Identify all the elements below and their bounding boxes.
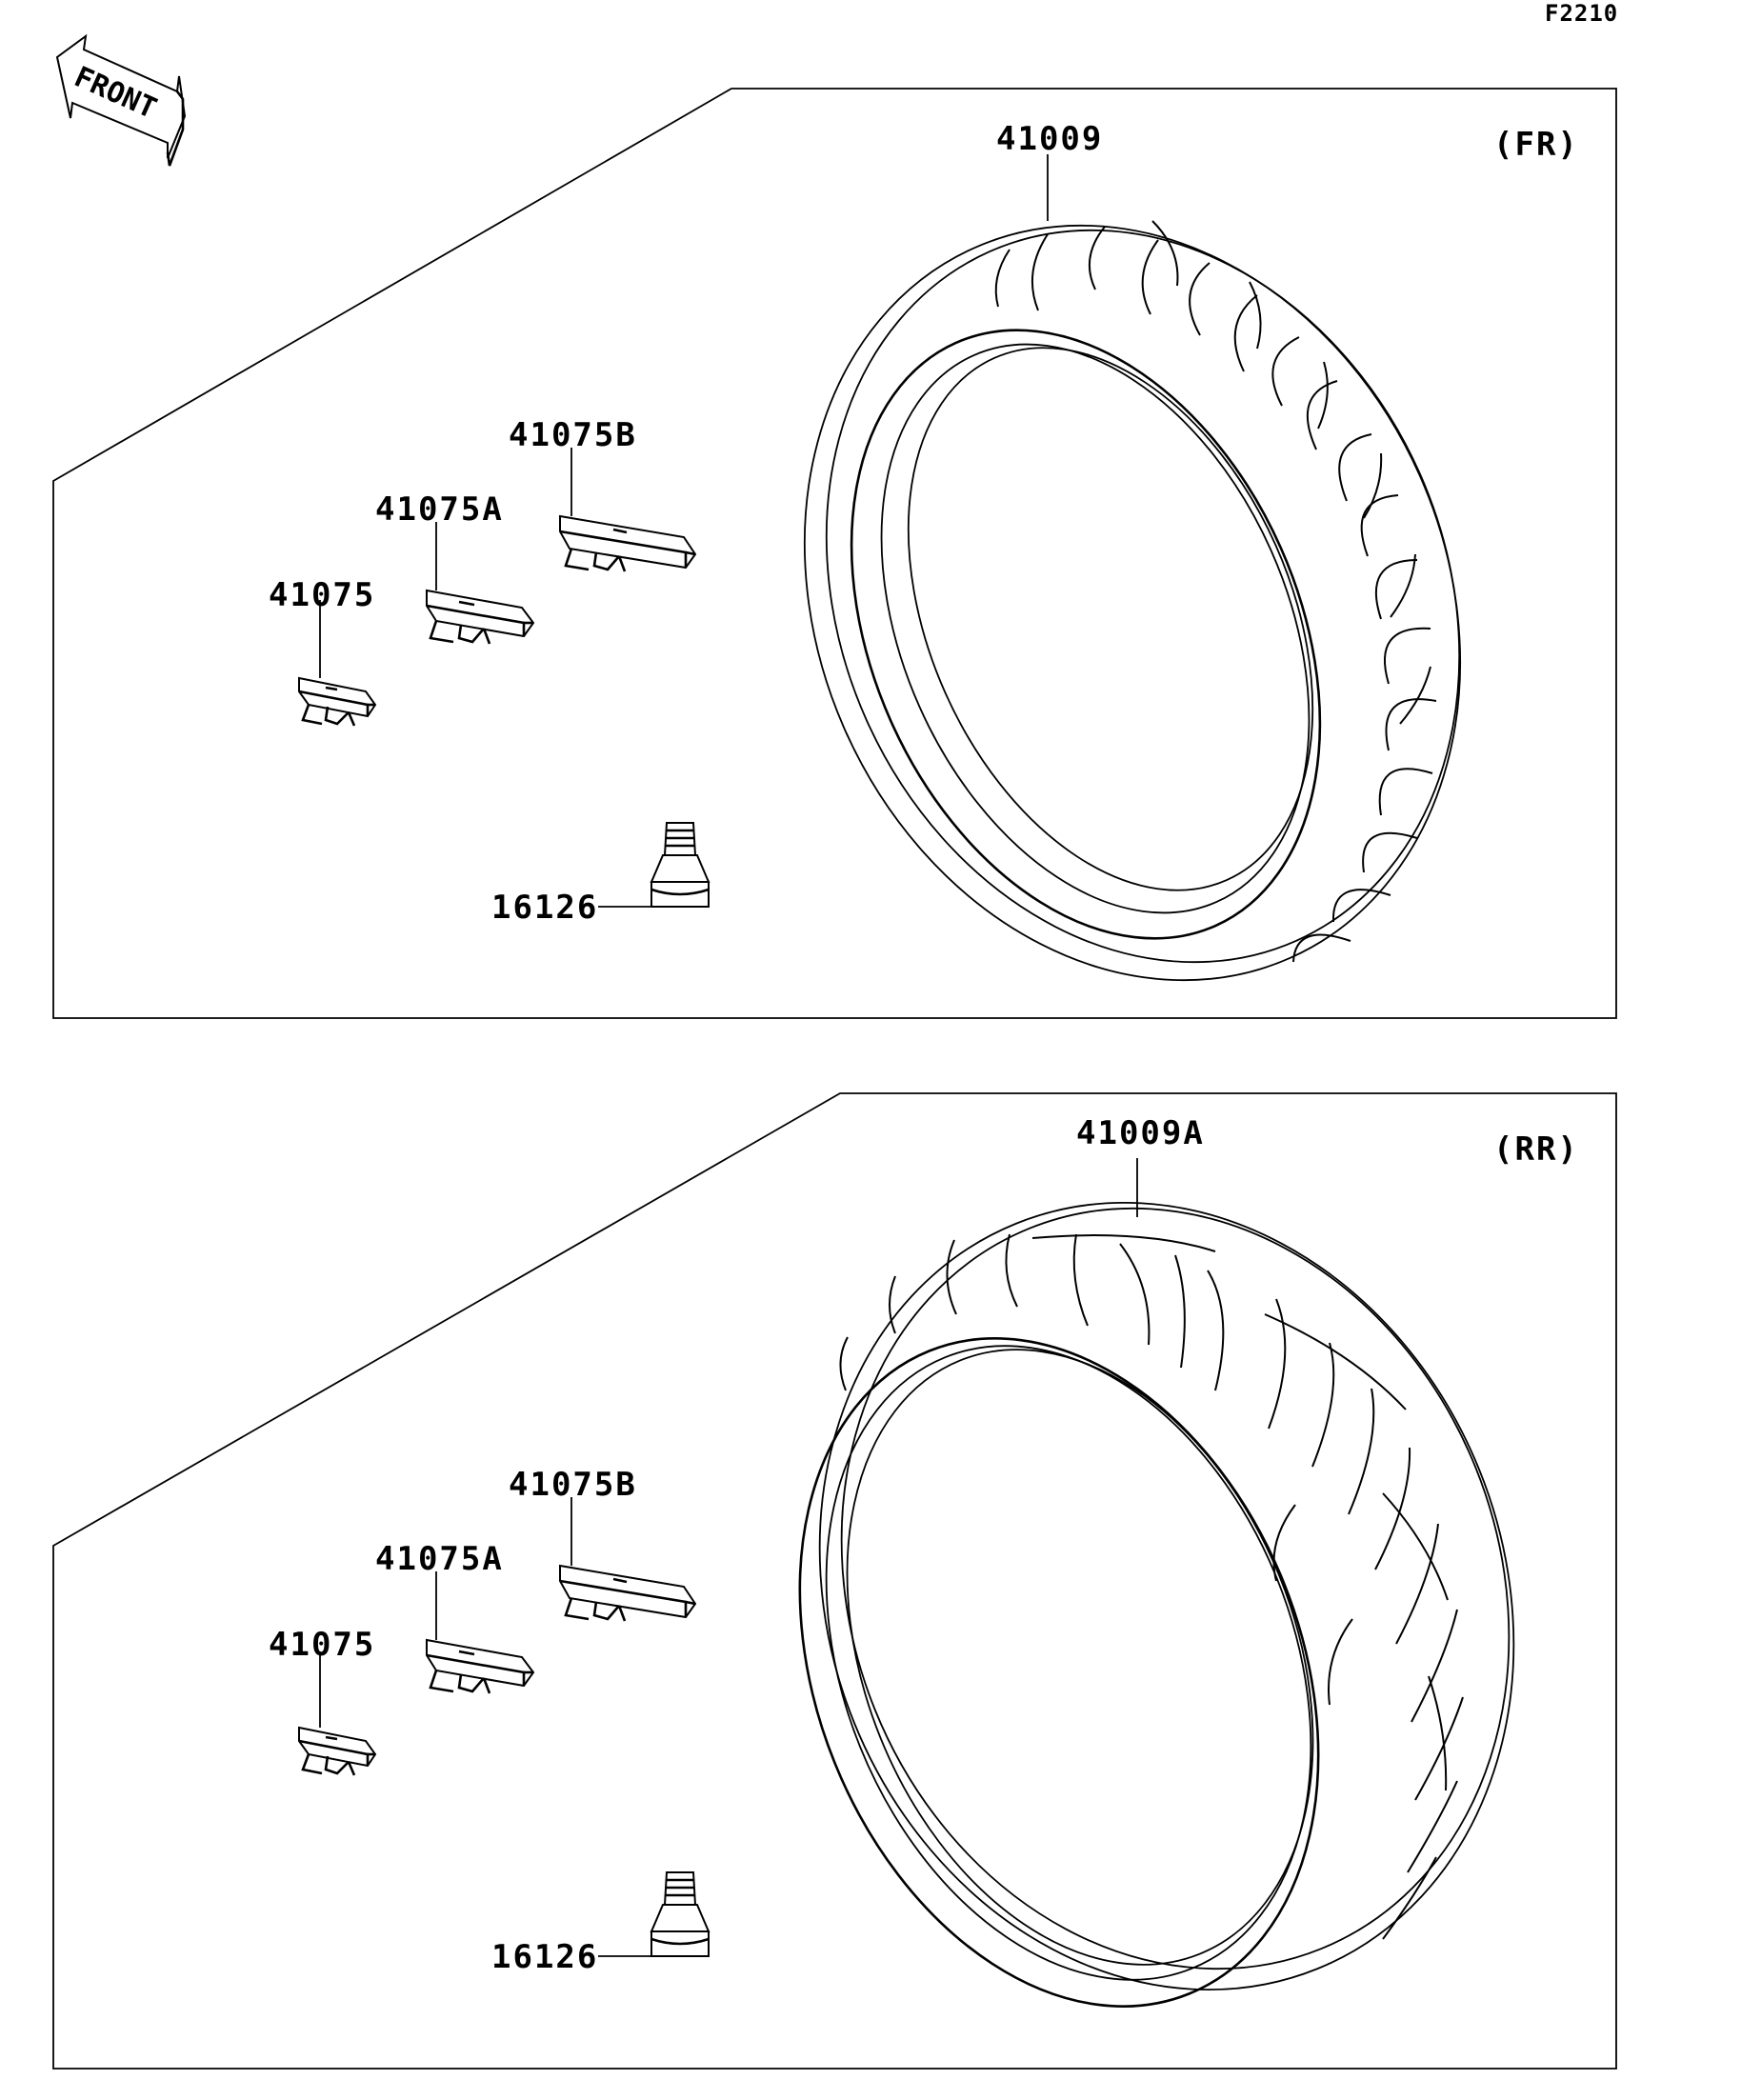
valve-part-number: 16126: [491, 889, 598, 927]
tire-part-number: 41009: [996, 120, 1103, 158]
tread-pattern: [839, 1233, 1464, 1940]
balance-weight-41075B: 41075B: [509, 416, 697, 573]
panel-frame: [52, 88, 1617, 1019]
weight-part-number: 41075B: [509, 1466, 637, 1504]
tread-pattern: [994, 220, 1437, 963]
weight-part-number: 41075A: [375, 1540, 504, 1578]
tire-part-number: 41009A: [1076, 1114, 1205, 1152]
balance-weight-41075: 41075: [269, 1626, 377, 1777]
balance-weight-41075A: 41075A: [375, 490, 535, 646]
front-direction-arrow: FRONT: [55, 33, 187, 167]
balance-weight-41075: 41075: [269, 576, 377, 728]
rear-tire: [798, 1201, 1515, 2008]
figure-code: F2210: [1545, 0, 1618, 27]
weight-part-number: 41075: [269, 1626, 375, 1664]
weight-part-number: 41075A: [375, 490, 504, 529]
front-tire-panel: (FR): [52, 88, 1617, 1019]
tire-valve: 16126: [491, 821, 710, 927]
tire-valve: 16126: [491, 1870, 710, 1976]
rear-tire-panel: (RR): [52, 1092, 1617, 2070]
panel-frame: [52, 1092, 1617, 2070]
weight-part-number: 41075: [269, 576, 375, 614]
valve-part-number: 16126: [491, 1938, 598, 1976]
balance-weight-41075A: 41075A: [375, 1540, 535, 1695]
position-label: (FR): [1493, 126, 1579, 164]
position-label: (RR): [1493, 1130, 1579, 1169]
weight-part-number: 41075B: [509, 416, 637, 454]
balance-weight-41075B: 41075B: [509, 1466, 697, 1623]
front-tire: [803, 220, 1462, 982]
